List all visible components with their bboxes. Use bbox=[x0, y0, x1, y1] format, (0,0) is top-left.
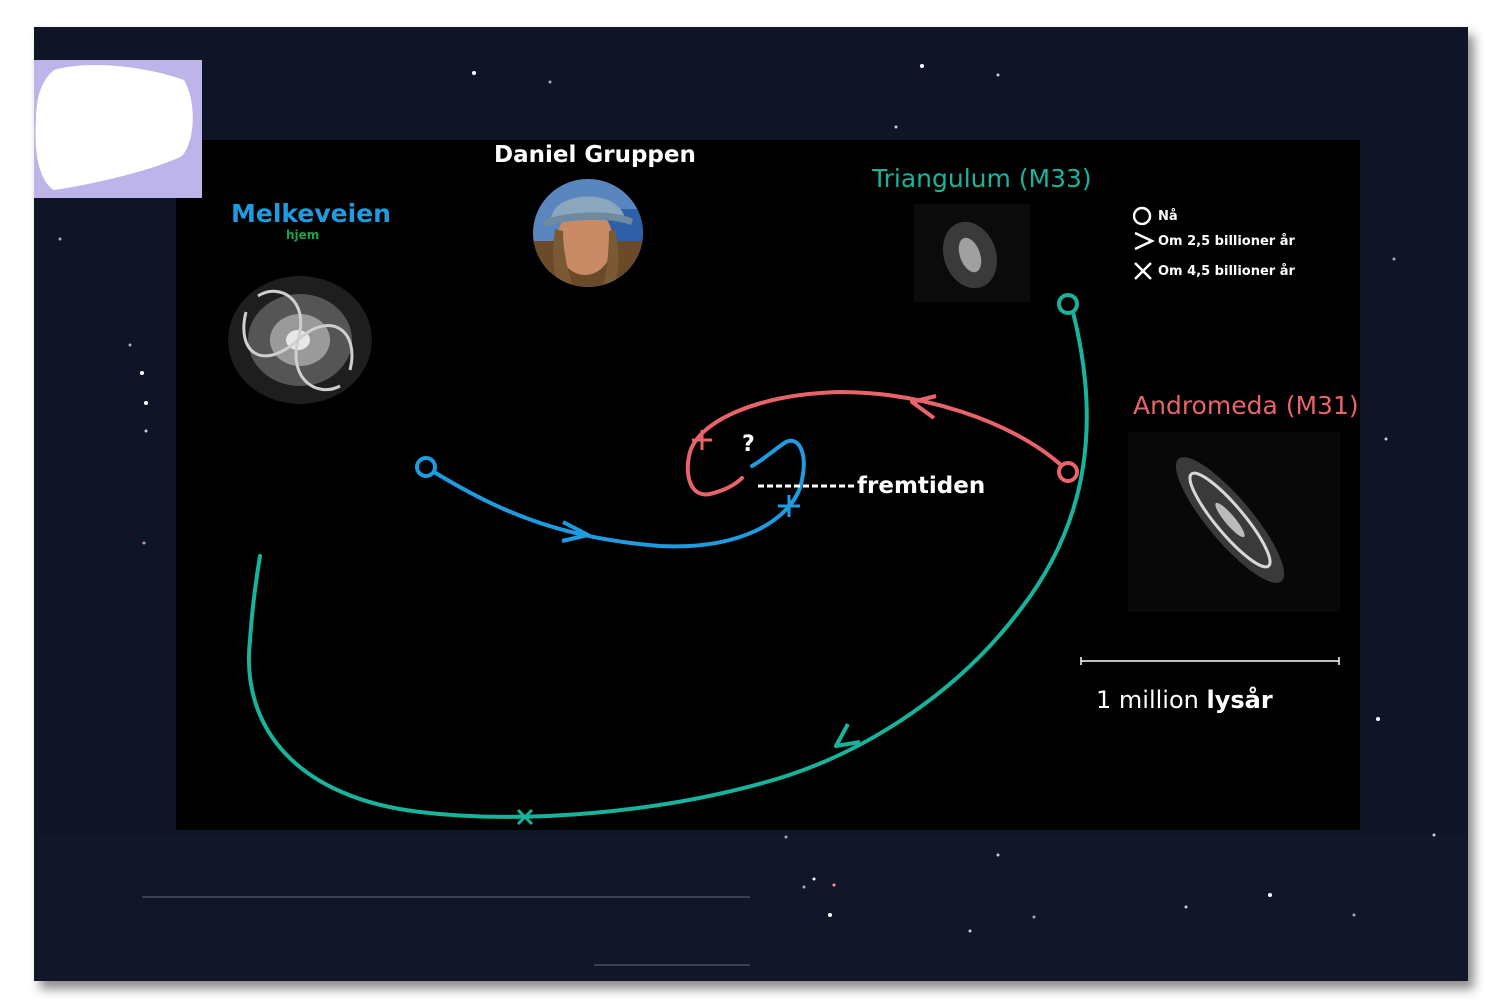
background-stars bbox=[58, 64, 1436, 966]
scale-label: 1 million lysår bbox=[1096, 686, 1273, 714]
legend-row-4-5: Om 4,5 billioner år bbox=[1133, 260, 1295, 282]
person-name: Daniel Gruppen bbox=[494, 142, 696, 168]
circle-icon bbox=[1133, 206, 1152, 226]
andromeda-trajectory bbox=[685, 389, 1079, 497]
andromeda-title: Andromeda (M31) bbox=[1133, 391, 1359, 420]
scale-bar bbox=[1080, 657, 1340, 665]
triangulum-title: Triangulum (M33) bbox=[872, 164, 1092, 193]
milkyway-subtitle: hjem bbox=[286, 228, 320, 242]
triangulum-galaxy-image bbox=[914, 204, 1030, 302]
legend-label-4-5: Om 4,5 billioner år bbox=[1158, 263, 1295, 279]
legend-label-2-5: Om 2,5 billioner år bbox=[1158, 233, 1295, 249]
future-label: fremtiden bbox=[857, 473, 986, 499]
bottom-band bbox=[34, 835, 1468, 981]
triangulum-trajectory bbox=[246, 293, 1089, 826]
milkyway-title: Melkeveien bbox=[231, 199, 391, 228]
scale-number: 1 million bbox=[1096, 686, 1207, 714]
milkyway-trajectory bbox=[415, 438, 806, 549]
question-mark: ? bbox=[742, 432, 755, 457]
chevron-right-icon bbox=[1134, 231, 1155, 251]
milkyway-galaxy-image bbox=[228, 276, 372, 404]
scale-unit: lysår bbox=[1206, 686, 1273, 714]
legend-row-now: Nå bbox=[1133, 205, 1178, 227]
cross-icon bbox=[1134, 262, 1152, 280]
person-photo bbox=[533, 179, 643, 287]
redacted-badge bbox=[34, 60, 202, 198]
andromeda-galaxy-image bbox=[1128, 432, 1340, 612]
legend-label-now: Nå bbox=[1158, 208, 1178, 224]
legend-row-2-5: Om 2,5 billioner år bbox=[1133, 230, 1295, 252]
